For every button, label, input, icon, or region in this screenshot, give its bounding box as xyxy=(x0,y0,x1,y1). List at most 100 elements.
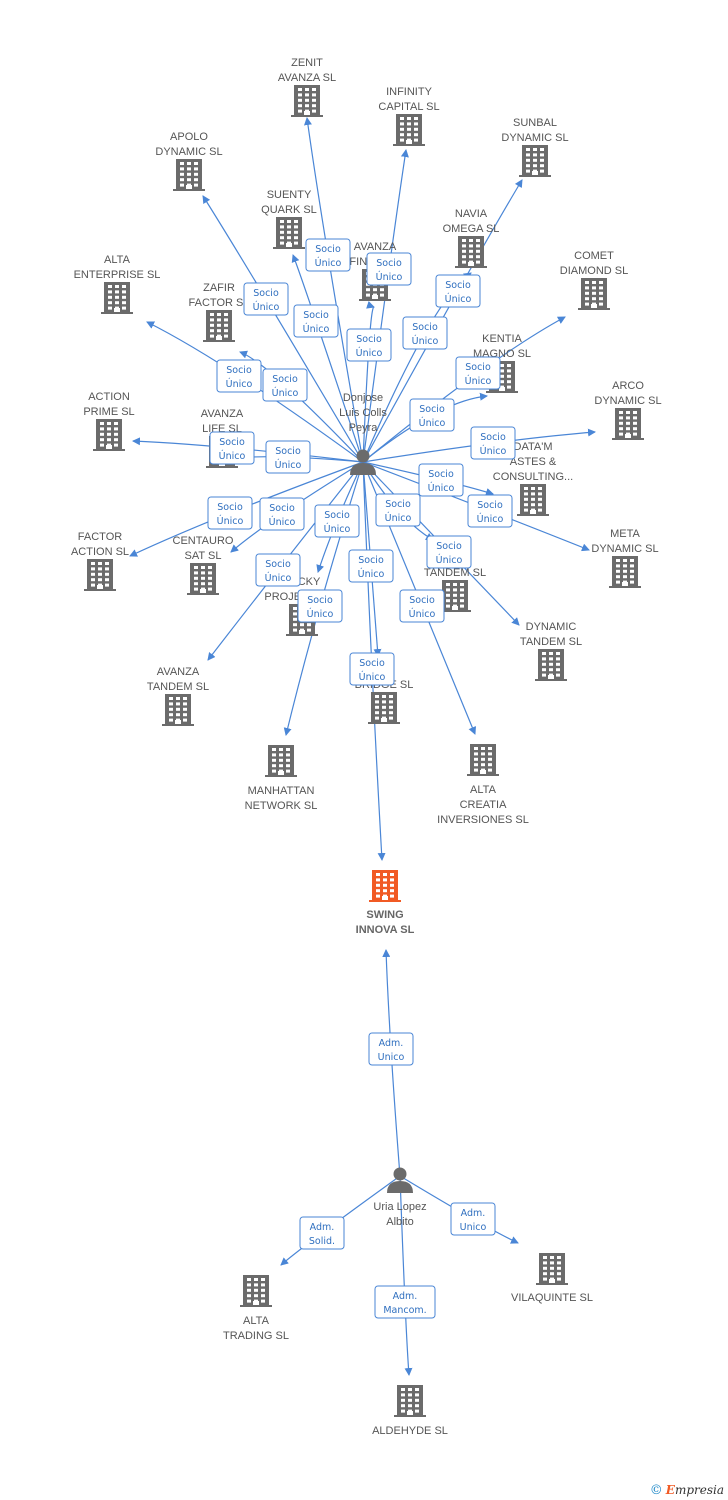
edge-label-text: Socio xyxy=(217,502,243,513)
node-label-line: CONSULTING... xyxy=(493,471,573,483)
edge-label-text: Único xyxy=(217,515,244,527)
brand-name: mpresia xyxy=(674,1483,724,1497)
node-label-line: ACTION xyxy=(88,391,130,403)
building-icon xyxy=(84,559,116,591)
company-node-c20[interactable]: TANDEM SL xyxy=(424,567,486,612)
edge-label-box xyxy=(426,535,472,569)
person-label-line: Peyra xyxy=(349,422,379,434)
edge-label[interactable]: Adm.Solid. xyxy=(299,1216,345,1250)
building-icon xyxy=(265,745,297,777)
node-label-line: ALTA xyxy=(243,1315,270,1327)
person-label-line: Donjose xyxy=(343,392,383,404)
edge-label-text: Único xyxy=(436,554,463,566)
node-label-line: SAT SL xyxy=(185,550,222,562)
edge-label-text: Único xyxy=(269,516,296,528)
node-label-line: MANHATTAN xyxy=(248,785,315,797)
edge-label[interactable]: Adm.Unico xyxy=(368,1032,414,1066)
edge-label-text: Socio xyxy=(303,310,329,321)
node-label-line: QUARK SL xyxy=(261,204,317,216)
edge-label-text: Único xyxy=(385,512,412,524)
node-label-line: TANDEM SL xyxy=(147,681,209,693)
edge-label-text: Adm. xyxy=(310,1222,335,1233)
edge-label[interactable]: Adm.Mancom. xyxy=(374,1285,436,1319)
brand-initial: E xyxy=(665,1483,675,1497)
edge-label-box xyxy=(368,1032,414,1066)
node-label-line: FACTOR xyxy=(78,531,122,543)
node-label-line: SUENTY xyxy=(267,189,312,201)
company-node-c28[interactable]: ALDEHYDE SL xyxy=(372,1385,448,1437)
edge-label-text: Único xyxy=(315,257,342,269)
node-label-line: INFINITY xyxy=(386,86,432,98)
edge-label-text: Único xyxy=(265,572,292,584)
node-label-line: APOLO xyxy=(170,131,208,143)
edge-label-text: Único xyxy=(226,378,253,390)
node-label-line: ASTES & xyxy=(510,456,557,468)
company-node-c27[interactable]: VILAQUINTE SL xyxy=(511,1253,593,1304)
edge-label-box xyxy=(409,398,455,432)
edge-label-box xyxy=(346,328,392,362)
edge-label[interactable]: Adm.Unico xyxy=(450,1202,496,1236)
node-label-line: DATA'M xyxy=(514,441,553,453)
edge-label-text: Único xyxy=(465,375,492,387)
empresia-footer[interactable]: ©Empresia xyxy=(650,1483,724,1498)
company-node-c15[interactable]: DATA'M ASTES & CONSULTING... xyxy=(493,441,573,516)
company-node-c23[interactable]: BRIDGE SL xyxy=(355,679,414,724)
company-node-c5[interactable]: SUENTY QUARK SL xyxy=(261,189,317,249)
node-label-line: TANDEM SL xyxy=(424,567,486,579)
